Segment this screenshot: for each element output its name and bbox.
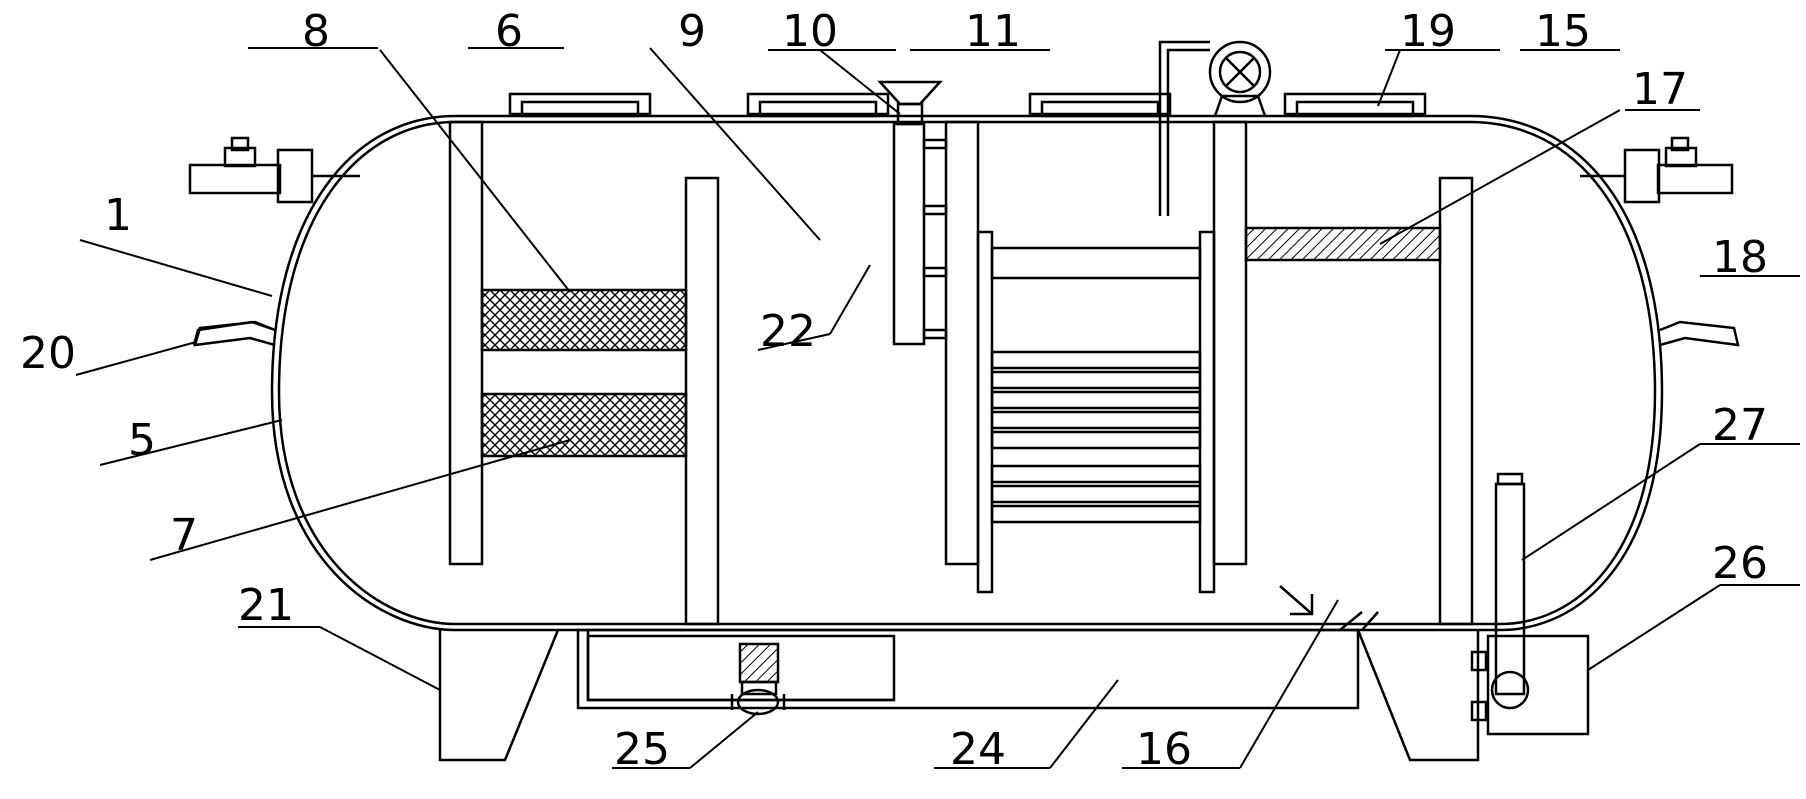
- callout-labels: 1 5 6 7 8 9 10 11 15 16 17 18 19 20 21 2…: [20, 6, 1768, 775]
- top-lid-3: [1028, 92, 1172, 118]
- partition-2: [684, 176, 720, 626]
- callout-26: 26: [1712, 538, 1768, 589]
- pump-icon: [730, 642, 786, 716]
- tube-plate-left: [976, 230, 994, 594]
- tank-shell-outer: [270, 114, 1664, 632]
- callout-21: 21: [238, 580, 294, 631]
- partition-4: [1212, 120, 1248, 566]
- aeration-pipe: [1158, 40, 1210, 216]
- callout-27: 27: [1712, 400, 1768, 451]
- top-lid-19: [1283, 92, 1427, 118]
- dosing-tube-22: [892, 122, 926, 346]
- callout-22: 22: [760, 306, 816, 357]
- tube-plate-right: [1198, 230, 1216, 594]
- outlet-valve-icon: [1580, 136, 1734, 204]
- filter-layer-7: [480, 392, 688, 458]
- tube-bundle: [990, 246, 1202, 524]
- right-handle: [1659, 320, 1740, 347]
- callout-18: 18: [1712, 232, 1768, 283]
- filter-layer-17: [1244, 226, 1442, 262]
- partition-1: [448, 120, 484, 566]
- support-leg-right: [1356, 629, 1480, 762]
- partition-5: [1438, 176, 1474, 626]
- sludge-slope: [1339, 611, 1379, 631]
- callout-11: 11: [965, 6, 1021, 57]
- callout-8: 8: [302, 6, 330, 57]
- bottom-channel-24: [576, 628, 1360, 710]
- inlet-arrow: [1279, 585, 1314, 616]
- callout-7: 7: [170, 510, 198, 561]
- support-leg-left: [438, 629, 560, 762]
- callout-17: 17: [1632, 64, 1688, 115]
- callout-10: 10: [782, 6, 838, 57]
- leader-lines: [75, 47, 1800, 769]
- top-lid-2: [746, 92, 890, 118]
- dosing-ports: [922, 138, 948, 340]
- callout-1: 1: [104, 190, 132, 241]
- valve-icon: [188, 136, 360, 204]
- control-box-26: [1486, 634, 1590, 736]
- callout-6: 6: [495, 6, 523, 57]
- partition-3: [944, 120, 980, 566]
- callout-5: 5: [128, 415, 156, 466]
- filter-layer-8: [480, 288, 688, 352]
- callout-15: 15: [1535, 6, 1591, 57]
- callout-19: 19: [1400, 6, 1456, 57]
- callout-25: 25: [614, 724, 670, 775]
- tank-shell-inner: [277, 120, 1657, 626]
- level-gauge-27: [1490, 472, 1530, 710]
- callout-20: 20: [20, 328, 76, 379]
- top-lid-1: [508, 92, 652, 118]
- callout-9: 9: [678, 6, 706, 57]
- callout-24: 24: [950, 724, 1006, 775]
- fan-icon: [1208, 40, 1272, 117]
- callout-16: 16: [1136, 724, 1192, 775]
- left-handle-bracket: [192, 320, 276, 346]
